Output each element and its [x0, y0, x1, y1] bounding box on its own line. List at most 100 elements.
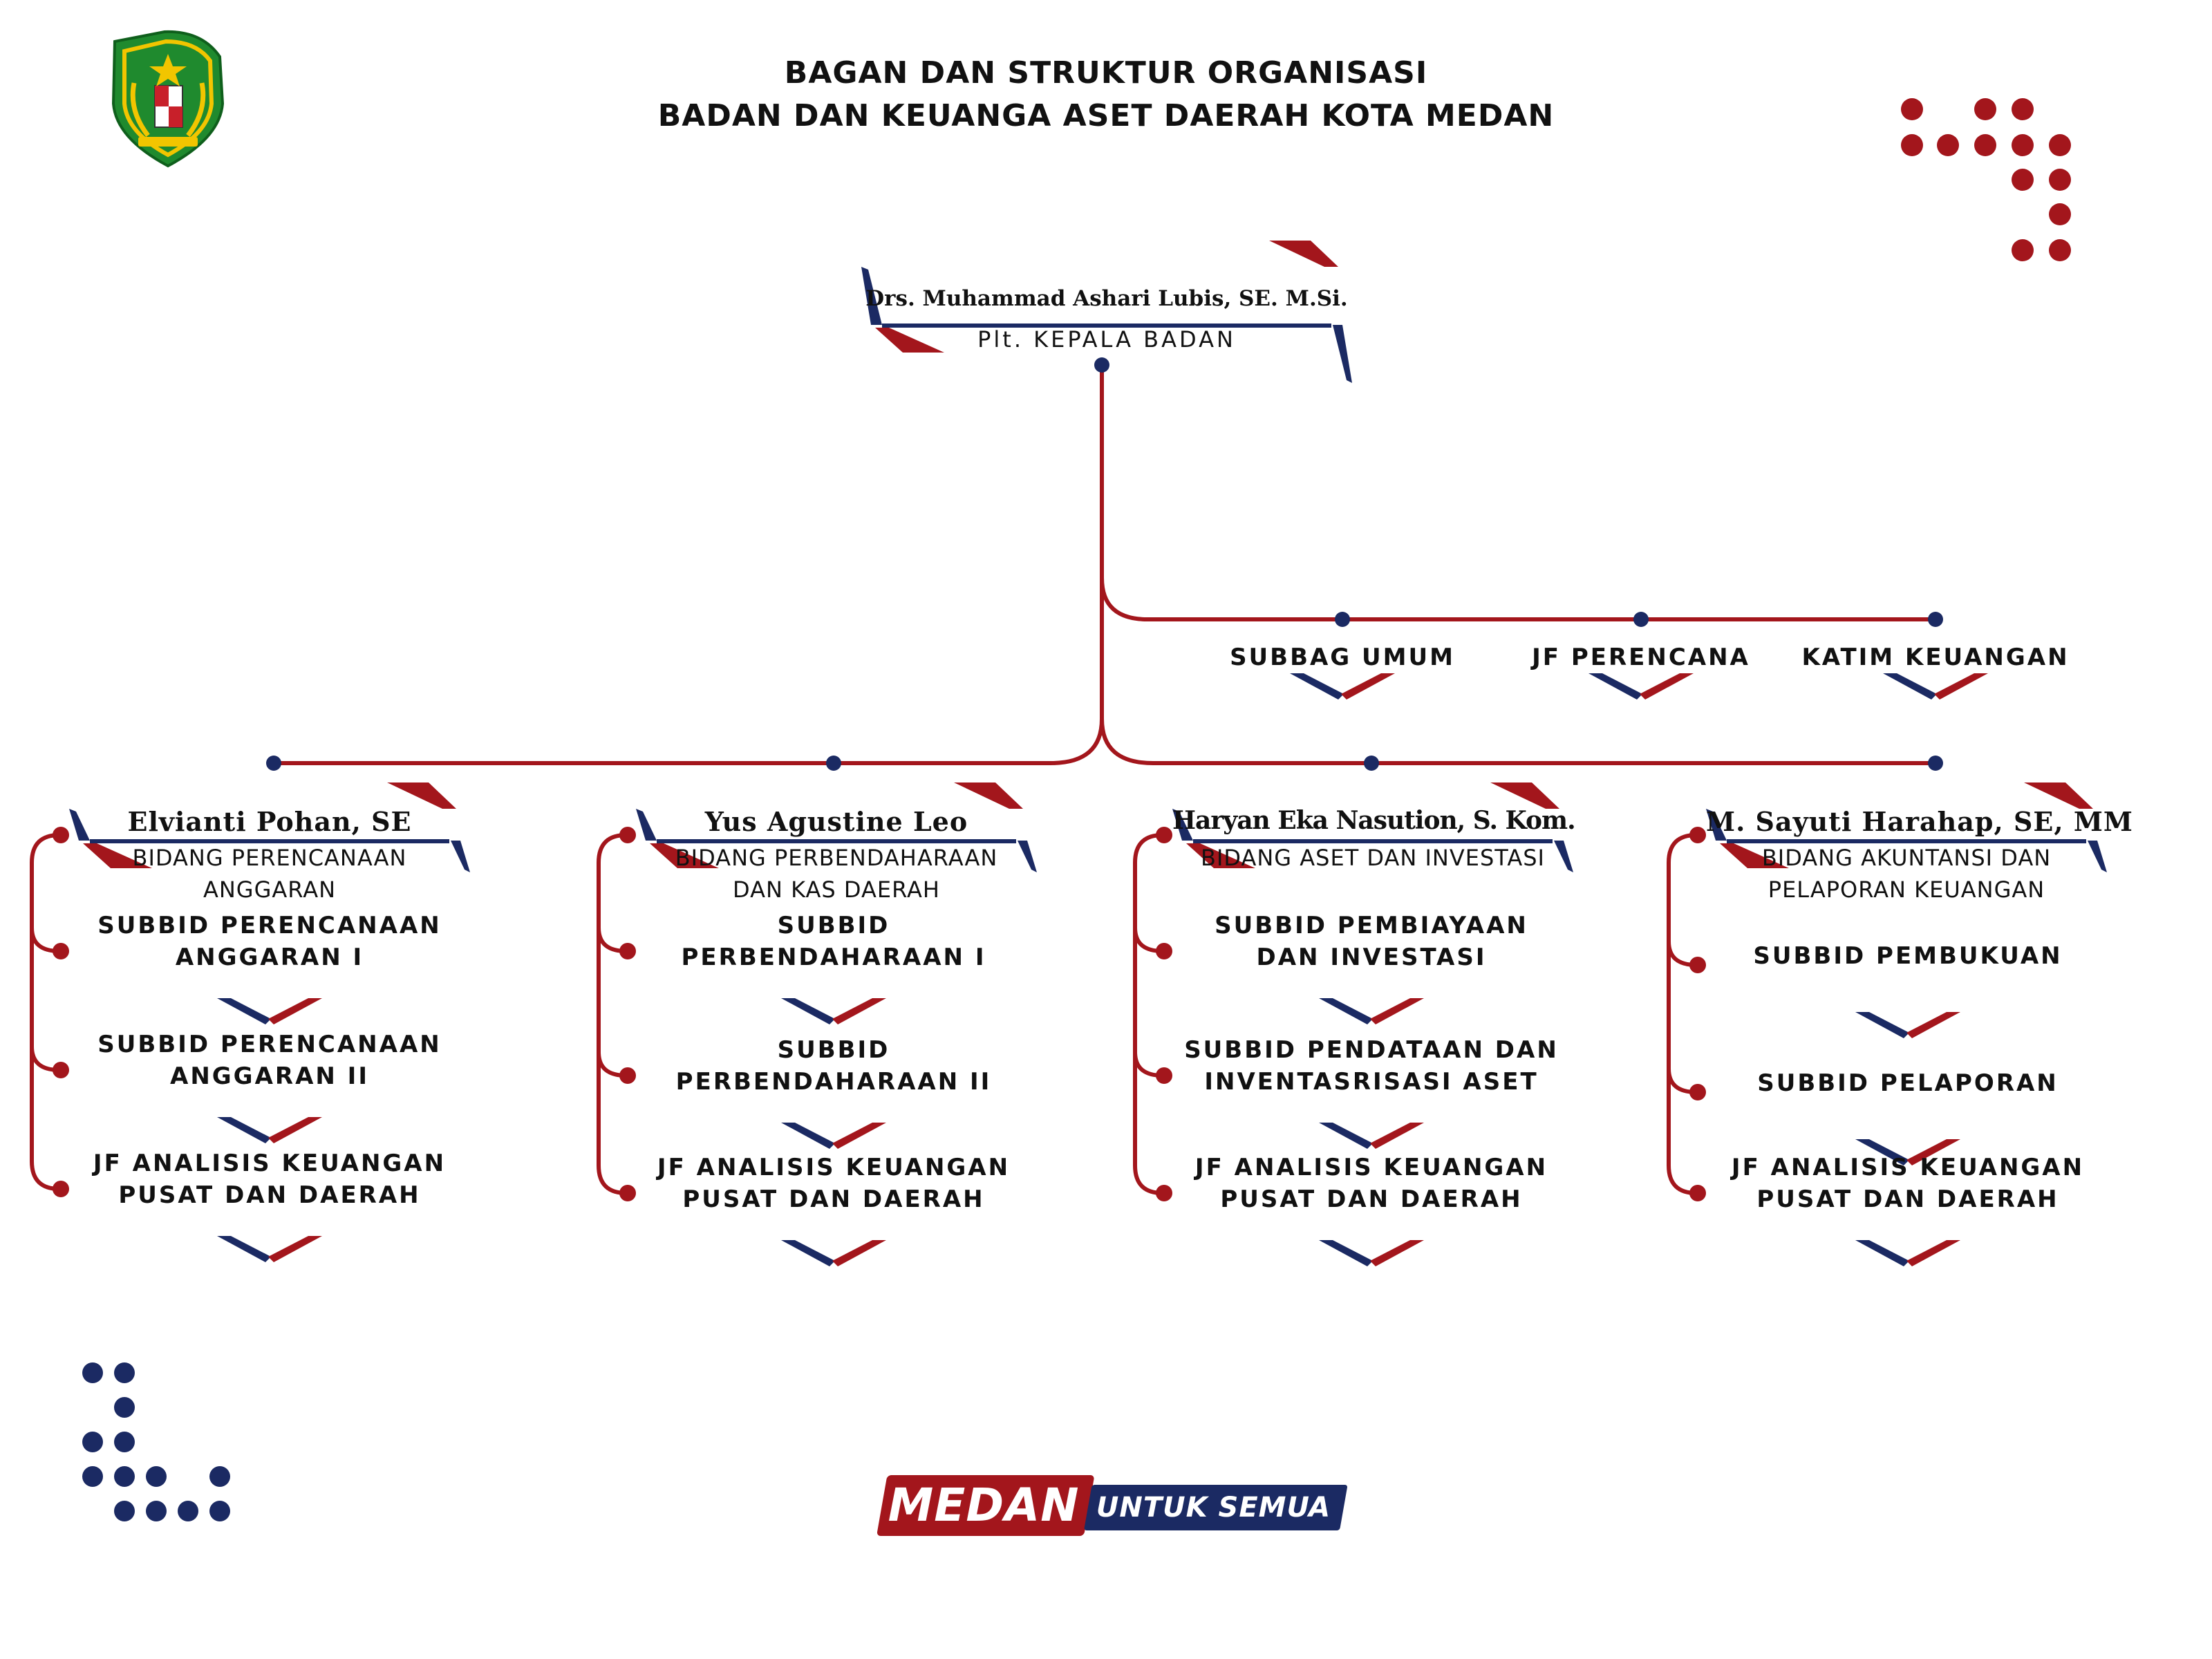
division-1-subunit-2-line-0: JF ANALISIS KEUANGAN	[657, 1154, 1011, 1181]
division-2-name-box-underline	[1193, 839, 1553, 843]
decor-dot-navy-2	[114, 1397, 135, 1418]
division-1-role-line-1: DAN KAS DAERAH	[733, 877, 940, 903]
division-2-name-box-bracket-right	[1554, 841, 1573, 872]
division-1-subunit-1-line-0: SUBBID	[777, 1036, 890, 1064]
division-2-subunit-0-line-0: SUBBID PEMBIAYAAN	[1215, 912, 1528, 939]
division-1-name-box-accent-top	[954, 782, 1023, 809]
division-0-subunit-2-line-0: JF ANALISIS KEUANGAN	[93, 1150, 447, 1177]
division-2-rail-dot-0	[1156, 827, 1172, 843]
division-2-subunit-1-line-1: INVENTASRISASI ASET	[1204, 1068, 1539, 1096]
decor-dot-navy-4	[114, 1432, 135, 1452]
staff-node-dot-2	[1928, 612, 1943, 627]
staff-unit-label-0: SUBBAG UMUM	[1230, 644, 1455, 671]
division-1-name-box-bracket-left	[636, 809, 657, 841]
division-2-subunit-2-chevron-right	[1370, 1240, 1424, 1266]
division-0-role-line-0: BIDANG PERENCANAAN	[132, 845, 407, 871]
division-3-name-box-bracket-left	[1706, 809, 1727, 841]
division-2-rail-dot-1	[1156, 943, 1172, 959]
division-3-subunit-1-chevron-right	[1906, 1139, 1960, 1165]
title-line-2: BADAN DAN KEUANGA ASET DAERAH KOTA MEDAN	[657, 98, 1555, 133]
division-3-rail-dot-1	[1689, 957, 1706, 973]
division-1-rail-dot-2	[619, 1067, 636, 1084]
decor-dot-red-5	[1974, 134, 1996, 156]
division-1-subunit-0-line-0: SUBBID	[777, 912, 890, 939]
division-0-rail	[30, 833, 62, 1191]
staff-unit-chevron-0-left	[1290, 673, 1344, 700]
division-1-name-box-underline	[657, 839, 1016, 843]
division-0-subunit-2-chevron-left	[217, 1236, 271, 1262]
left-branch-line	[272, 717, 1104, 765]
division-1-subunit-1-chevron-right	[832, 1123, 886, 1149]
decor-dot-red-7	[2049, 134, 2071, 156]
division-node-dot-1	[826, 756, 841, 771]
division-node-dot-2	[1364, 756, 1379, 771]
decor-dot-red-9	[2049, 169, 2071, 191]
division-node-dot-3	[1928, 756, 1943, 771]
decor-dot-navy-11	[178, 1501, 198, 1521]
brand-main-text: MEDAN	[888, 1479, 1080, 1532]
division-0-rail-dot-3	[53, 1181, 69, 1197]
staff-unit-chevron-1-left	[1588, 673, 1642, 700]
title-line-1: BAGAN DAN STRUKTUR ORGANISASI	[784, 55, 1428, 91]
division-1-subunit-0-chevron-right	[832, 998, 886, 1024]
division-3-subunit-0-line-0: SUBBID PEMBUKUAN	[1753, 942, 2063, 970]
division-2-subunit-1-chevron-right	[1370, 1123, 1424, 1149]
division-1-subunit-1-line-1: PERBENDAHARAAN II	[675, 1068, 992, 1096]
division-1-subunit-1-chevron-left	[781, 1123, 835, 1149]
staff-unit-chevron-2-right	[1934, 673, 1988, 700]
division-3-subunit-1-chevron-left	[1855, 1139, 1909, 1165]
division-1-name: Yus Agustine Leo	[704, 806, 968, 837]
division-3-name-box-bracket-right	[2088, 841, 2107, 872]
division-1-rail-dot-0	[619, 827, 636, 843]
division-3-subunit-2-chevron-right	[1906, 1240, 1960, 1266]
division-0-subunit-2-chevron-right	[268, 1236, 322, 1262]
decor-dot-red-2	[2012, 98, 2034, 120]
division-0-subunit-1-line-0: SUBBID PERENCANAAN	[97, 1031, 442, 1058]
medan-untuk-semua-brand: MEDAN UNTUK SEMUA	[877, 1475, 1348, 1536]
head-name: Drs. Muhammad Ashari Lubis, SE. M.Si.	[865, 286, 1348, 311]
division-1-subunit-2-chevron-left	[781, 1240, 835, 1266]
division-3-subunit-2-line-0: JF ANALISIS KEUANGAN	[1731, 1154, 2085, 1181]
division-3-rail-dot-3	[1689, 1185, 1706, 1201]
division-2-name-box-accent-bottom	[1186, 843, 1255, 868]
decor-dot-navy-5	[82, 1466, 103, 1487]
division-1-role-line-0: BIDANG PERBENDAHARAAN	[675, 845, 998, 871]
division-2-rail	[1133, 833, 1165, 1195]
division-node-dot-0	[266, 756, 281, 771]
decor-dot-navy-6	[114, 1466, 135, 1487]
decor-dot-red-6	[2012, 134, 2034, 156]
division-1-rail-dot-1	[619, 943, 636, 959]
division-0-subunit-1-chevron-left	[217, 1117, 271, 1143]
division-3-role-line-0: BIDANG AKUNTANSI DAN	[1761, 845, 2052, 871]
division-3-subunit-2-chevron-left	[1855, 1240, 1909, 1266]
division-0-rail-dot-2	[53, 1062, 69, 1078]
division-0-name-box-bracket-right	[451, 841, 470, 872]
division-0-subunit-0-line-0: SUBBID PERENCANAAN	[97, 912, 442, 939]
division-0-rail-dot-1	[53, 943, 69, 959]
division-0-name-box-underline	[90, 839, 449, 843]
staff-branch-line	[1100, 576, 1938, 621]
staff-unit-chevron-1-right	[1640, 673, 1694, 700]
staff-node-dot-1	[1633, 612, 1649, 627]
division-0-subunit-1-line-1: ANGGARAN II	[170, 1062, 369, 1090]
division-1-subunit-0-chevron-left	[781, 998, 835, 1024]
head-name-box-bracket-right	[1333, 325, 1352, 383]
division-3-name: M. Sayuti Harahap, SE, MM	[1706, 806, 2133, 837]
head-name-box-accent-top	[1269, 241, 1338, 267]
division-1-name-box-bracket-right	[1018, 841, 1037, 872]
brand-sub-text: UNTUK SEMUA	[1096, 1492, 1331, 1524]
decor-dot-red-3	[1901, 134, 1923, 156]
division-2-name-box-bracket-left	[1172, 809, 1193, 841]
division-0-subunit-2-line-1: PUSAT DAN DAERAH	[118, 1181, 421, 1209]
decor-dot-red-11	[2012, 239, 2034, 261]
division-2-subunit-2-line-1: PUSAT DAN DAERAH	[1220, 1185, 1523, 1213]
decor-dot-red-1	[1974, 98, 1996, 120]
decor-dot-red-4	[1937, 134, 1959, 156]
division-1-name-box-accent-bottom	[650, 843, 719, 868]
decor-dot-navy-0	[82, 1362, 103, 1383]
division-2-subunit-0-chevron-left	[1319, 998, 1373, 1024]
division-3-role-line-1: PELAPORAN KEUANGAN	[1768, 877, 2045, 903]
head-node-dot	[1094, 357, 1109, 373]
division-2-role-line-0: BIDANG ASET DAN INVESTASI	[1201, 845, 1545, 871]
